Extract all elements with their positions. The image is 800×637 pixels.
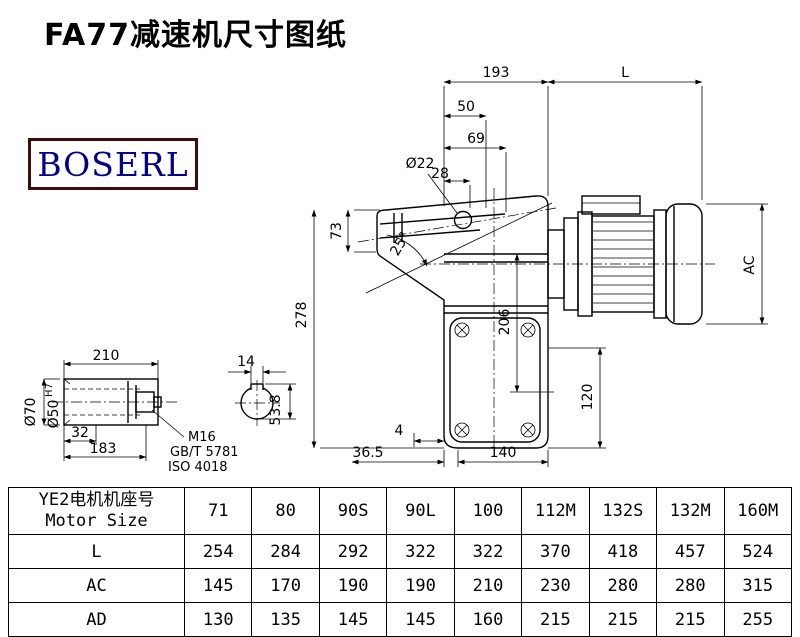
motor-size-col-header: 71 bbox=[183, 487, 253, 535]
dim-140: 140 bbox=[490, 445, 517, 461]
value-cell: 524 bbox=[723, 534, 792, 569]
flange-hole bbox=[453, 210, 473, 230]
value-cell: 322 bbox=[453, 534, 523, 569]
motor-size-col-header: 112M bbox=[521, 487, 590, 535]
dimension-lines bbox=[41, 79, 768, 467]
motor-size-col-header: 132S bbox=[588, 487, 658, 535]
value-cell: 190 bbox=[318, 568, 388, 603]
value-cell: 160 bbox=[453, 602, 523, 637]
dim-dia70: Ø70 bbox=[23, 398, 39, 427]
center-lines bbox=[52, 188, 715, 456]
motor-size-header-cn: YE2电机机座号 bbox=[38, 489, 155, 510]
table-row-L: L 254 284 292 322 322 370 418 457 524 bbox=[8, 534, 792, 569]
motor-size-col-header: 90L bbox=[386, 487, 455, 535]
motor-side-view bbox=[547, 195, 703, 325]
value-cell: 210 bbox=[453, 568, 523, 603]
value-cell: 170 bbox=[251, 568, 320, 603]
value-cell: 230 bbox=[521, 568, 590, 603]
table-row-AC: AC 145 170 190 190 210 230 280 280 315 bbox=[8, 568, 792, 603]
dim-14: 14 bbox=[237, 354, 255, 370]
value-cell: 370 bbox=[521, 534, 590, 569]
dimension-labels: 193 L 50 69 Ø22 28 73 25° 278 206 AC 120… bbox=[23, 65, 758, 475]
dimension-table: YE2电机机座号 Motor Size 71 80 90S 90L 100 11… bbox=[8, 487, 792, 637]
dim-36-5: 36.5 bbox=[352, 445, 383, 461]
dim-278: 278 bbox=[294, 302, 310, 329]
brand-logo-text: BOSERL bbox=[37, 144, 189, 184]
dim-210: 210 bbox=[93, 348, 120, 364]
value-cell: 215 bbox=[521, 602, 590, 637]
value-cell: 145 bbox=[318, 602, 388, 637]
dim-4: 4 bbox=[395, 423, 404, 439]
terminal-box bbox=[581, 195, 641, 215]
dim-50: 50 bbox=[457, 99, 475, 115]
dim-AC: AC bbox=[742, 255, 758, 274]
dim-69: 69 bbox=[467, 131, 485, 147]
dim-73: 73 bbox=[329, 222, 345, 240]
value-cell: 190 bbox=[386, 568, 455, 603]
value-cell: 254 bbox=[183, 534, 253, 569]
value-cell: 145 bbox=[386, 602, 455, 637]
value-cell: 284 bbox=[251, 534, 320, 569]
motor-size-col-header: 100 bbox=[453, 487, 523, 535]
dim-dia50: Ø50 bbox=[46, 400, 62, 429]
dim-dia22: Ø22 bbox=[406, 156, 435, 172]
value-cell: 322 bbox=[386, 534, 455, 569]
dim-25deg: 25° bbox=[387, 229, 413, 259]
dimension-drawing: 193 L 50 69 Ø22 28 73 25° 278 206 AC 120… bbox=[23, 65, 768, 475]
row-label: AD bbox=[8, 602, 185, 637]
value-cell: 215 bbox=[656, 602, 725, 637]
value-cell: 280 bbox=[656, 568, 725, 603]
value-cell: 418 bbox=[588, 534, 658, 569]
value-cell: 457 bbox=[656, 534, 725, 569]
value-cell: 215 bbox=[588, 602, 658, 637]
motor-size-col-header: 160M bbox=[723, 487, 792, 535]
bolt-spec-label: M16 bbox=[188, 430, 216, 445]
motor-size-col-header: 80 bbox=[251, 487, 320, 535]
dim-53-8: 53.8 bbox=[268, 394, 284, 425]
table-header-row: YE2电机机座号 Motor Size 71 80 90S 90L 100 11… bbox=[8, 487, 792, 535]
dim-28: 28 bbox=[431, 166, 449, 182]
page-title: FA77减速机尺寸图纸 bbox=[44, 18, 348, 53]
table-row-AD: AD 130 135 145 145 160 215 215 215 255 bbox=[8, 602, 792, 637]
gearbox-housing-outline bbox=[376, 195, 549, 449]
motor-size-col-header: 132M bbox=[656, 487, 725, 535]
dim-32: 32 bbox=[71, 425, 89, 441]
housing-interior bbox=[444, 253, 548, 443]
value-cell: 280 bbox=[588, 568, 658, 603]
value-cell: 135 bbox=[251, 602, 320, 637]
row-label: AC bbox=[8, 568, 185, 603]
standard-gb-label: GB/T 5781 bbox=[170, 445, 239, 460]
motor-size-col-header: 90S bbox=[318, 487, 388, 535]
row-label: L bbox=[8, 534, 185, 569]
gearbox-front-view bbox=[376, 195, 549, 449]
value-cell: 145 bbox=[183, 568, 253, 603]
dim-206: 206 bbox=[497, 309, 513, 336]
bolt-holes bbox=[454, 322, 536, 438]
value-cell: 292 bbox=[318, 534, 388, 569]
value-cell: 130 bbox=[183, 602, 253, 637]
dim-183: 183 bbox=[90, 441, 117, 457]
standard-iso-label: ISO 4018 bbox=[168, 460, 228, 475]
motor-size-header-cell: YE2电机机座号 Motor Size bbox=[8, 487, 185, 535]
output-flange bbox=[379, 210, 506, 243]
dim-120: 120 bbox=[580, 384, 596, 411]
brand-logo: BOSERL bbox=[28, 138, 198, 190]
value-cell: 315 bbox=[723, 568, 792, 603]
dim-dia50-tolerance: H7 bbox=[44, 383, 55, 397]
motor-size-header-en: Motor Size bbox=[45, 511, 148, 531]
dim-193: 193 bbox=[483, 65, 510, 81]
value-cell: 255 bbox=[723, 602, 792, 637]
motor-fins bbox=[593, 221, 653, 304]
dim-L: L bbox=[621, 65, 629, 81]
